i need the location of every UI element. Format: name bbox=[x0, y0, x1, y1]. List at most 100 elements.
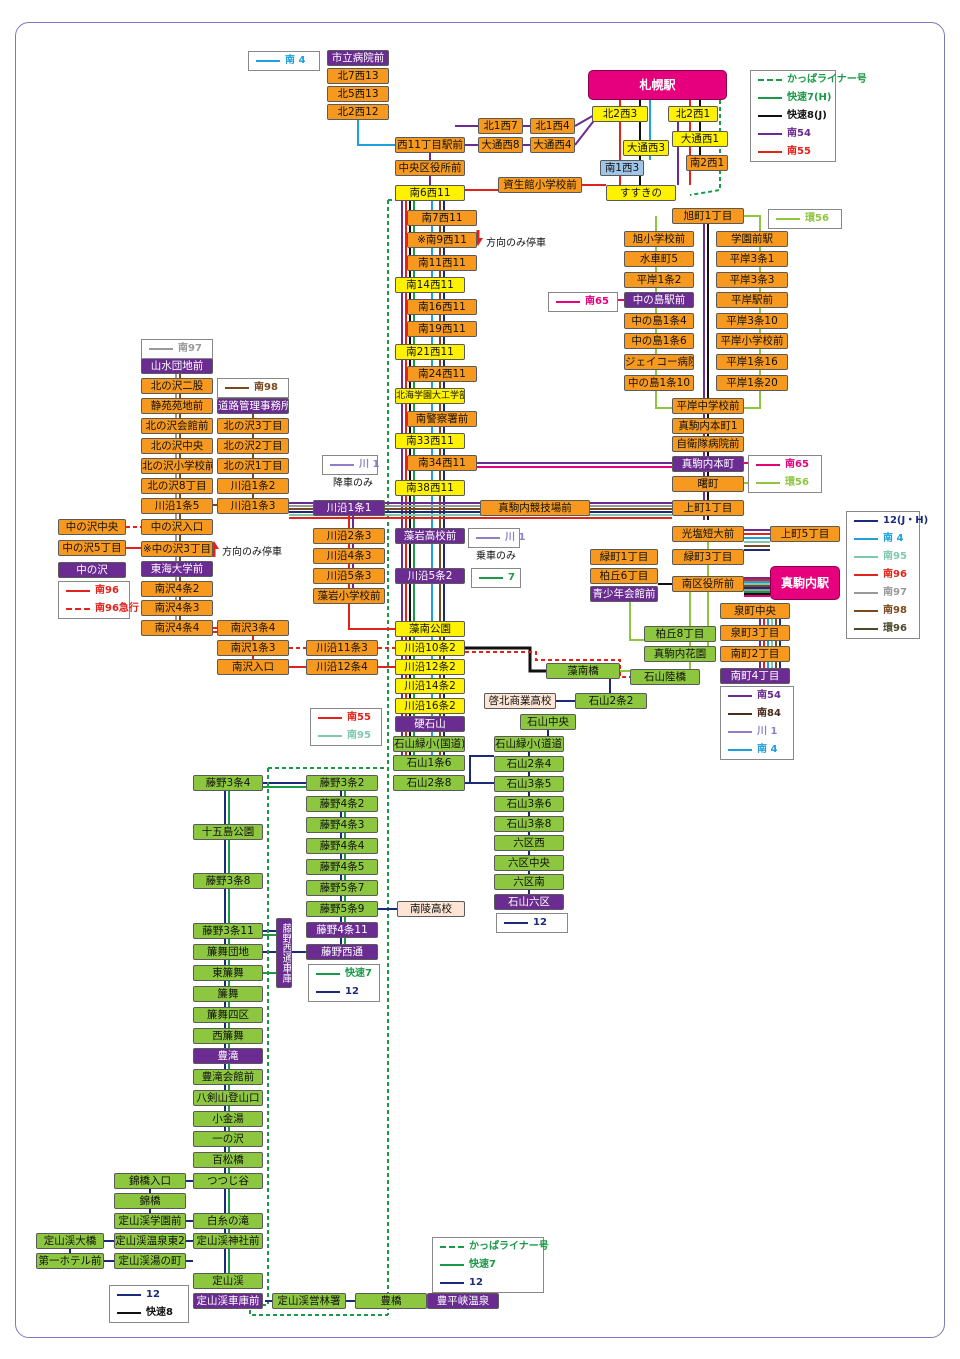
bus-stop[interactable]: 学園前駅 bbox=[716, 231, 788, 247]
bus-stop[interactable]: 藤野3条2 bbox=[306, 775, 378, 791]
bus-stop[interactable]: 南1西3 bbox=[600, 160, 644, 176]
bus-stop[interactable]: 中の島1条4 bbox=[624, 313, 694, 329]
bus-stop[interactable]: ※中の沢3丁目 bbox=[141, 541, 213, 557]
bus-stop[interactable]: 豊滝 bbox=[193, 1048, 263, 1064]
bus-stop[interactable]: 石山六区 bbox=[494, 894, 564, 910]
bus-stop[interactable]: 平岸3条3 bbox=[716, 272, 788, 288]
bus-stop[interactable]: 石山3条6 bbox=[494, 796, 564, 812]
bus-stop[interactable]: 石山陸橋 bbox=[630, 669, 700, 685]
bus-stop[interactable]: 自衛隊病院前 bbox=[672, 436, 744, 452]
bus-stop[interactable]: 中央区役所前 bbox=[395, 160, 465, 176]
bus-stop[interactable]: 真駒内花園 bbox=[644, 646, 716, 662]
bus-stop[interactable]: 定山渓 bbox=[193, 1273, 263, 1289]
bus-stop[interactable]: 六区南 bbox=[494, 874, 564, 890]
bus-stop[interactable]: 南2西1 bbox=[686, 155, 728, 171]
bus-stop[interactable]: 豊平峡温泉 bbox=[427, 1293, 499, 1309]
makomanai-station-hub[interactable]: 真駒内駅 bbox=[770, 566, 840, 600]
bus-stop[interactable]: 真駒内本町 bbox=[672, 456, 744, 472]
bus-stop[interactable]: 南19西11 bbox=[407, 321, 477, 337]
bus-stop[interactable]: 光塩短大前 bbox=[672, 526, 744, 542]
bus-stop[interactable]: 市立病院前 bbox=[327, 50, 389, 66]
bus-stop[interactable]: 中の沢 bbox=[58, 562, 126, 578]
bus-stop[interactable]: 真駒内競技場前 bbox=[480, 500, 590, 516]
bus-stop[interactable]: 川沿1条3 bbox=[217, 498, 289, 514]
bus-stop[interactable]: 中の島駅前 bbox=[624, 292, 694, 308]
bus-stop[interactable]: 東簾舞 bbox=[193, 965, 263, 981]
bus-stop[interactable]: 静苑苑地前 bbox=[141, 398, 213, 414]
bus-stop[interactable]: 平岸中学校前 bbox=[672, 398, 744, 414]
bus-stop[interactable]: 緑町1丁目 bbox=[590, 549, 658, 565]
bus-stop[interactable]: 泉町3丁目 bbox=[720, 625, 790, 641]
bus-stop[interactable]: 川沿2条3 bbox=[313, 528, 385, 544]
bus-stop[interactable]: 藤野3条4 bbox=[193, 775, 263, 791]
bus-stop[interactable]: 藤野3条11 bbox=[193, 923, 263, 939]
bus-stop[interactable]: 川沿5条3 bbox=[313, 568, 385, 584]
bus-stop[interactable]: 藻岩高校前 bbox=[395, 528, 465, 544]
bus-stop[interactable]: 硬石山 bbox=[395, 716, 465, 732]
bus-stop[interactable]: 柏丘8丁目 bbox=[644, 626, 716, 642]
bus-stop[interactable]: 藤野4条4 bbox=[306, 838, 378, 854]
bus-stop[interactable]: 藤野西通 bbox=[306, 944, 378, 960]
bus-stop[interactable]: 中の沢5丁目 bbox=[58, 540, 126, 556]
bus-stop[interactable]: 平岸小学校前 bbox=[716, 333, 788, 349]
bus-stop[interactable]: 啓北商業高校 bbox=[484, 693, 556, 709]
bus-stop[interactable]: 川沿1条2 bbox=[217, 478, 289, 494]
bus-stop[interactable]: 川沿16条2 bbox=[395, 698, 465, 714]
bus-stop[interactable]: 川沿5条2 bbox=[395, 568, 465, 584]
bus-stop[interactable]: 定山渓学園前 bbox=[114, 1213, 186, 1229]
bus-stop[interactable]: 第一ホテル前 bbox=[36, 1253, 104, 1269]
bus-stop[interactable]: 北の沢1丁目 bbox=[217, 458, 289, 474]
bus-stop[interactable]: 小金湯 bbox=[193, 1111, 263, 1127]
bus-stop[interactable]: 北7西13 bbox=[327, 68, 389, 84]
bus-stop[interactable]: 定山渓車庫前 bbox=[193, 1293, 263, 1309]
bus-stop[interactable]: 大通西8 bbox=[478, 137, 523, 153]
bus-stop[interactable]: 北の沢2丁目 bbox=[217, 438, 289, 454]
bus-stop[interactable]: 南区役所前 bbox=[672, 576, 744, 592]
bus-stop[interactable]: 石山2条2 bbox=[575, 693, 647, 709]
bus-stop[interactable]: 十五島公園 bbox=[193, 824, 263, 840]
bus-stop[interactable]: 六区中央 bbox=[494, 855, 564, 871]
bus-stop[interactable]: 川沿12条2 bbox=[395, 659, 465, 675]
bus-stop[interactable]: 旭小学校前 bbox=[624, 231, 694, 247]
bus-stop[interactable]: 平岸1条20 bbox=[716, 375, 788, 391]
bus-stop[interactable]: 川沿1条1 bbox=[313, 500, 385, 516]
bus-stop[interactable]: 白糸の滝 bbox=[193, 1213, 263, 1229]
bus-stop[interactable]: 石山中央 bbox=[520, 714, 576, 730]
bus-stop[interactable]: 北の沢小学校前 bbox=[141, 458, 213, 474]
bus-stop[interactable]: 北2西12 bbox=[327, 104, 389, 120]
bus-stop[interactable]: 南24西11 bbox=[407, 366, 477, 382]
bus-stop[interactable]: 南沢3条4 bbox=[217, 620, 289, 636]
bus-stop[interactable]: 石山2条4 bbox=[494, 756, 564, 772]
bus-stop[interactable]: 南38西11 bbox=[395, 480, 465, 496]
bus-stop[interactable]: 八剣山登山口 bbox=[193, 1090, 263, 1106]
bus-stop[interactable]: 川沿14条2 bbox=[395, 678, 465, 694]
bus-stop[interactable]: 平岸1条2 bbox=[624, 272, 694, 288]
bus-stop[interactable]: 南陵高校 bbox=[397, 901, 465, 917]
bus-stop[interactable]: 青少年会館前 bbox=[590, 586, 658, 602]
bus-stop[interactable]: 南沢4条3 bbox=[141, 600, 213, 616]
bus-stop[interactable]: 南7西11 bbox=[407, 210, 477, 226]
bus-stop[interactable]: 藻南公園 bbox=[395, 621, 465, 637]
bus-stop[interactable]: 川沿11条3 bbox=[306, 640, 378, 656]
bus-stop[interactable]: 中の沢入口 bbox=[141, 519, 213, 535]
bus-stop[interactable]: 道路管理事務所 bbox=[217, 398, 289, 414]
bus-stop[interactable]: 北1西4 bbox=[530, 118, 575, 134]
bus-stop[interactable]: 藤野4条5 bbox=[306, 859, 378, 875]
bus-stop[interactable]: 石山1条6 bbox=[393, 755, 465, 771]
bus-stop[interactable]: 中の島1条6 bbox=[624, 333, 694, 349]
bus-stop[interactable]: 南33西11 bbox=[395, 433, 465, 449]
bus-stop[interactable]: 南沢1条3 bbox=[217, 640, 289, 656]
bus-stop[interactable]: 平岸1条16 bbox=[716, 354, 788, 370]
bus-stop[interactable]: 南34西11 bbox=[407, 455, 477, 471]
bus-stop[interactable]: 藤野5条7 bbox=[306, 880, 378, 896]
bus-stop[interactable]: 中の島1条10 bbox=[624, 375, 694, 391]
bus-stop[interactable]: 南16西11 bbox=[407, 299, 477, 315]
bus-stop[interactable]: 平岸3条1 bbox=[716, 251, 788, 267]
sapporo-station-hub[interactable]: 札幌駅 bbox=[588, 70, 727, 100]
bus-stop[interactable]: つつじ谷 bbox=[193, 1173, 263, 1189]
bus-stop[interactable]: 北5西13 bbox=[327, 86, 389, 102]
bus-stop[interactable]: 川沿4条3 bbox=[313, 548, 385, 564]
bus-stop[interactable]: 藤野4条3 bbox=[306, 817, 378, 833]
bus-stop[interactable]: 藤野4条2 bbox=[306, 796, 378, 812]
bus-stop[interactable]: 川沿12条4 bbox=[306, 659, 378, 675]
